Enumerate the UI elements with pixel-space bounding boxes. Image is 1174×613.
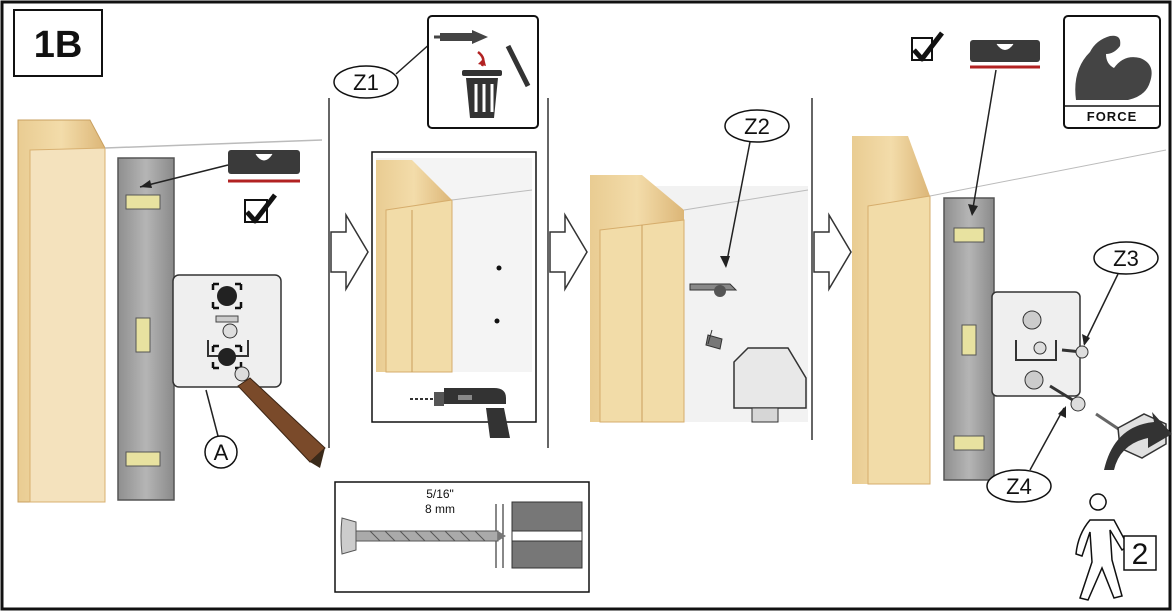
panel-3: Z2 xyxy=(590,109,809,423)
arrow-1 xyxy=(330,212,369,292)
hammer-icon xyxy=(733,347,807,423)
drill-bit-detail: 5/16" 8 mm xyxy=(334,481,590,593)
trash-icon xyxy=(462,70,502,118)
panel-1: A xyxy=(17,119,326,503)
pencil xyxy=(237,377,326,463)
callout-z3: Z3 xyxy=(1113,246,1139,271)
arrow-3 xyxy=(813,212,852,292)
drill-icon xyxy=(410,388,510,438)
people-count: 2 xyxy=(1132,538,1149,571)
callout-z4: Z4 xyxy=(1006,474,1032,499)
anchor-icon xyxy=(434,30,488,44)
arrow-2 xyxy=(549,212,588,292)
two-person-icon: 2 xyxy=(1075,493,1157,601)
checkbox-icon xyxy=(244,193,277,224)
step-label: 1B xyxy=(34,24,83,66)
panel-2: Z1 xyxy=(333,15,539,438)
level-icon xyxy=(228,150,300,183)
wall-anchor xyxy=(689,283,738,291)
callout-a: A xyxy=(214,440,229,465)
callout-z1: Z1 xyxy=(353,70,379,95)
drill-size-mm: 8 mm xyxy=(425,502,455,516)
rotate-arrow xyxy=(1104,412,1172,470)
callout-z2: Z2 xyxy=(744,114,770,139)
checkbox-icon-2 xyxy=(911,31,944,62)
force-arm-icon xyxy=(1075,35,1152,100)
drill-size-inch: 5/16" xyxy=(426,487,454,501)
panel-4: Z3 Z4 FORCE xyxy=(852,15,1172,503)
step-label-box: 1B xyxy=(13,9,103,77)
force-box: FORCE xyxy=(1063,15,1161,129)
force-label: FORCE xyxy=(1087,109,1138,124)
level-icon-2 xyxy=(970,40,1040,69)
